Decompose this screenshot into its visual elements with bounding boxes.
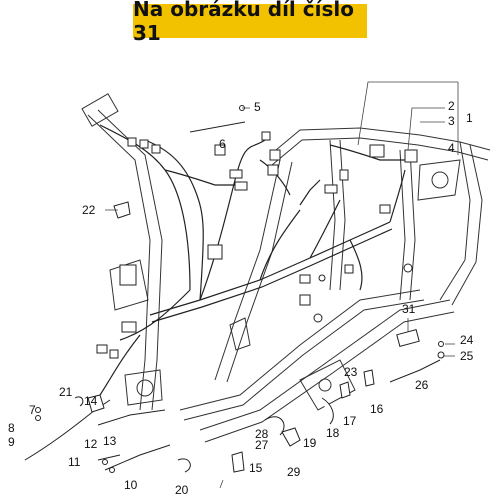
callout-13: 13 <box>103 434 117 448</box>
callout-31: 31 <box>402 302 416 316</box>
page-title-banner: Na obrázku díl číslo 31 <box>133 0 367 45</box>
callout-16: 16 <box>370 402 384 416</box>
callout-28: 28 <box>255 427 269 441</box>
callout-7: 7 <box>29 403 36 417</box>
callout-21: 21 <box>59 385 73 399</box>
callout-24: 24 <box>460 333 474 347</box>
callout-10: 10 <box>124 478 138 492</box>
callout-5: 5 <box>254 100 261 114</box>
connectors <box>96 131 418 359</box>
callout-25: 25 <box>460 349 474 363</box>
callout-2: 2 <box>448 99 455 113</box>
callout-4: 4 <box>448 141 455 155</box>
page-title: Na obrázku díl číslo 31 <box>133 0 354 45</box>
callout-29: 29 <box>287 465 301 479</box>
callout-19: 19 <box>303 436 317 450</box>
callout-22: 22 <box>82 203 96 217</box>
callout-6: 6 <box>219 137 226 151</box>
callout-9: 9 <box>8 435 15 449</box>
callout-17: 17 <box>343 414 357 428</box>
callout-23: 23 <box>344 365 358 379</box>
callout-14: 14 <box>84 394 98 408</box>
callout-26: 26 <box>415 378 429 392</box>
callout-15: 15 <box>249 461 263 475</box>
callout-20: 20 <box>175 483 189 497</box>
callout-11: 11 <box>68 455 81 469</box>
callout-1: 1 <box>466 111 473 125</box>
callout-3: 3 <box>448 114 455 128</box>
callout-8: 8 <box>8 421 15 435</box>
callout-27: 27 <box>255 438 269 452</box>
leader-lines <box>105 81 459 489</box>
callout-18: 18 <box>326 426 340 440</box>
callout-labels: 1 2 3 4 5 6 7 8 9 10 11 12 13 14 15 16 1… <box>8 99 474 497</box>
callout-12: 12 <box>84 437 98 451</box>
small-parts <box>24 105 445 473</box>
main-harness <box>99 124 410 396</box>
